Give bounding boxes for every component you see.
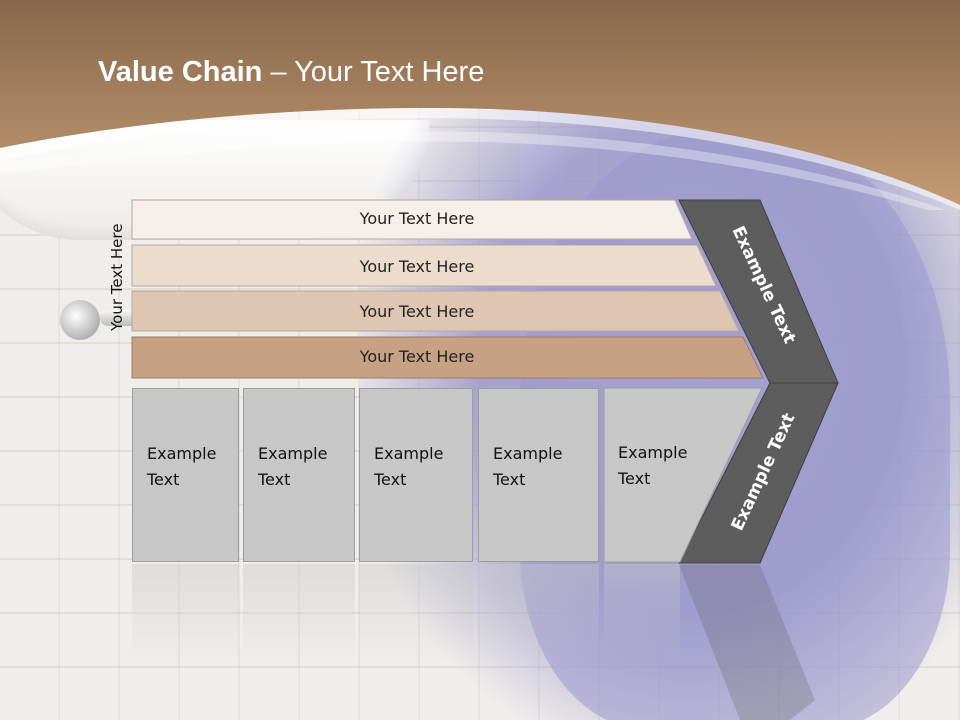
box-4: Example Text (478, 388, 599, 562)
box-1-reflection (132, 564, 239, 664)
box-3-reflection (359, 564, 473, 664)
box-1: Example Text (132, 388, 239, 562)
box-2: Example Text (243, 388, 355, 562)
bar-1-label: Your Text Here (359, 209, 475, 228)
bar-2-label: Your Text Here (359, 257, 475, 276)
box-4-reflection (478, 564, 599, 664)
slide-title: Value Chain – Your Text Here (98, 56, 484, 89)
side-label: Your Text Here (108, 223, 126, 331)
slide-title-bold: Value Chain (98, 56, 263, 88)
box-3: Example Text (359, 388, 473, 562)
box-2-reflection (243, 564, 355, 664)
box-5-reflection (604, 564, 680, 664)
box-1-label: Example Text (147, 444, 217, 489)
bar-4-label: Your Text Here (359, 347, 475, 366)
box-2-label: Example Text (258, 444, 328, 489)
box-5-label: Example Text (618, 443, 688, 488)
box-3-label: Example Text (374, 444, 444, 489)
header-band (0, 0, 960, 210)
bar-3-label: Your Text Here (359, 302, 475, 321)
slide-title-rest: – Your Text Here (262, 56, 485, 88)
box-4-label: Example Text (493, 444, 563, 489)
box-5: Example Text (604, 388, 704, 562)
